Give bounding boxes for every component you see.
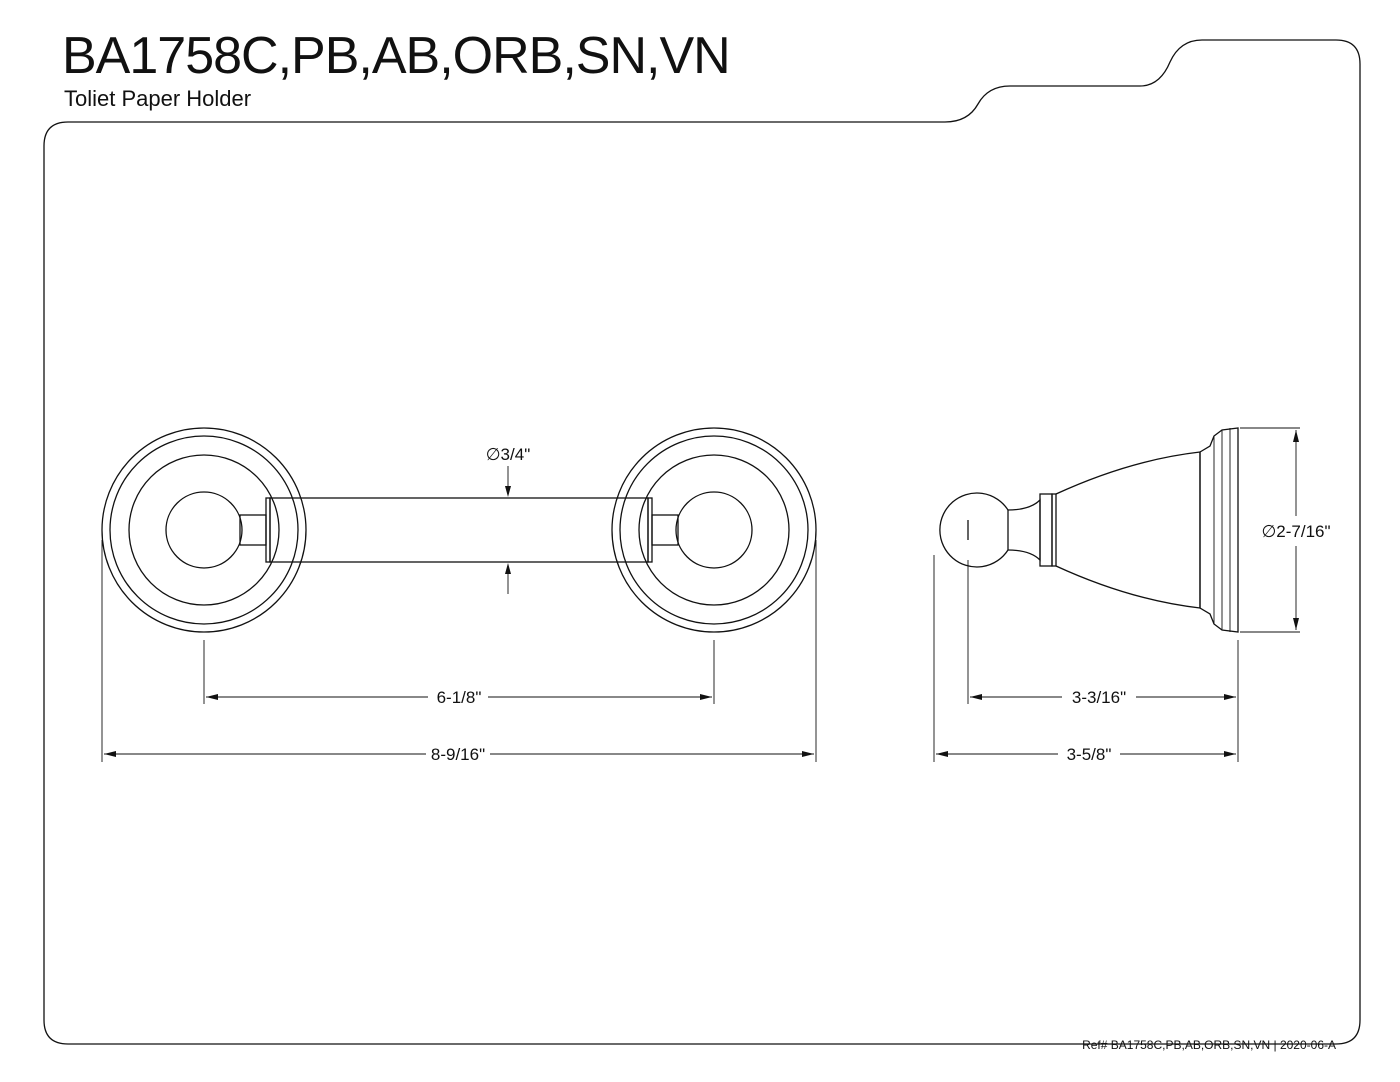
- side-flange: [1199, 427, 1239, 633]
- rod-diameter-dimension: [505, 466, 511, 594]
- overall-width-label: 8-9/16": [431, 745, 485, 764]
- projection-to-rod-dimension-line: [970, 694, 1236, 700]
- rod-diameter-label: ∅3/4": [486, 445, 530, 464]
- document-subtitle: Toliet Paper Holder: [64, 86, 252, 111]
- left-flange: [101, 427, 307, 633]
- front-view: [101, 427, 817, 762]
- document-title: BA1758C,PB,AB,ORB,SN,VN: [62, 27, 731, 85]
- drawing-frame: [43, 39, 1361, 1045]
- overall-projection-dimension-line: [936, 751, 1236, 757]
- flange-diameter-label: ∅2-7/16": [1261, 522, 1330, 541]
- right-flange: [611, 427, 817, 633]
- end-knob: [939, 492, 1009, 568]
- overall-width-dimension-line: [104, 751, 814, 757]
- post-spacing-dimension-line: [206, 694, 712, 700]
- post-spacing-label: 6-1/8": [437, 688, 482, 707]
- overall-projection-label: 3-5/8": [1067, 745, 1112, 764]
- roller-rod: [269, 497, 649, 563]
- reference-number: Ref# BA1758C,PB,AB,ORB,SN,VN | 2020-06-A: [1082, 1038, 1336, 1052]
- flange-diameter-dimension-line: [1293, 430, 1299, 630]
- projection-to-rod-label: 3-3/16": [1072, 688, 1126, 707]
- side-view: [933, 427, 1300, 762]
- flared-body: [1055, 451, 1201, 609]
